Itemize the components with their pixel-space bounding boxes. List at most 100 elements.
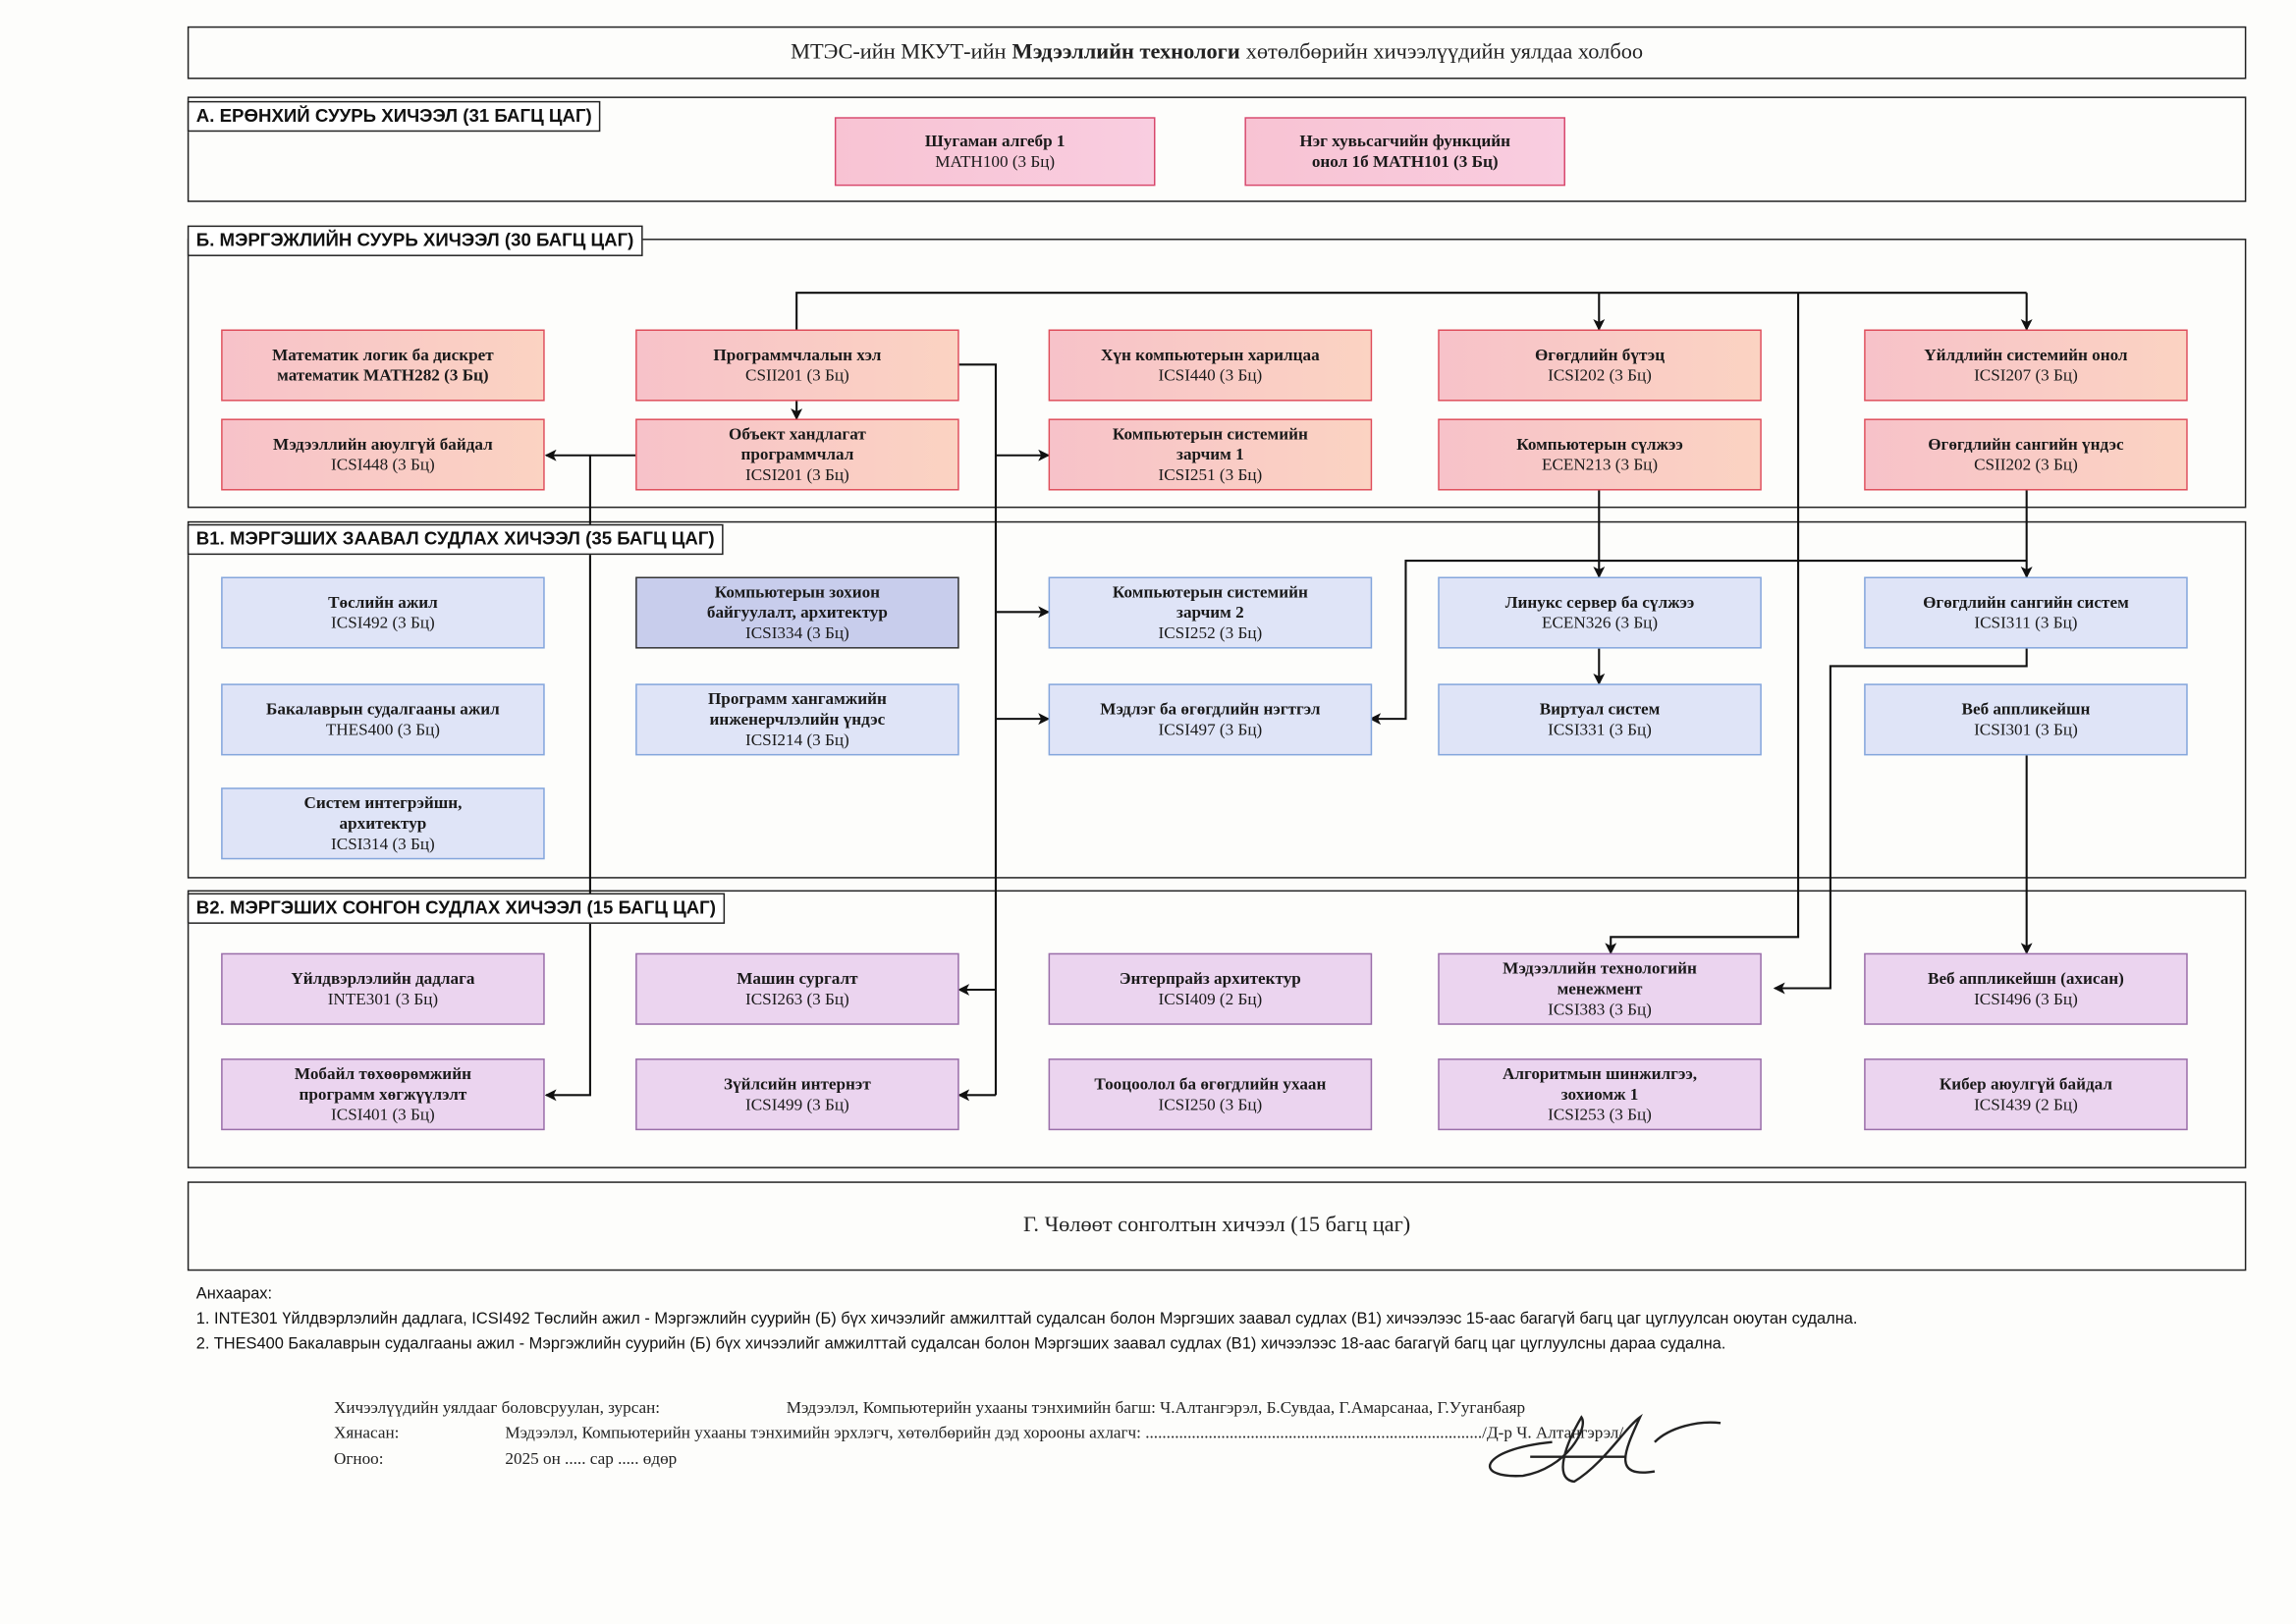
course-code: ICSI311 (3 Бц) xyxy=(1974,614,2078,632)
course-name: Веб аппликейшн xyxy=(1961,700,2091,719)
course-code: ICSI263 (3 Бц) xyxy=(745,990,849,1008)
course-code: ICSI496 (3 Бц) xyxy=(1974,990,2078,1008)
course-name: Өгөгдлийн сангийн систем xyxy=(1923,593,2129,612)
link-line xyxy=(795,292,2027,330)
course-code: MATH100 (3 Бц) xyxy=(935,152,1056,171)
course-name: Мэдээллийн аюулгүй байдал xyxy=(273,435,493,454)
course-name: Виртуал систем xyxy=(1539,700,1661,719)
section-b-label: Б. МЭРГЭЖЛИЙН СУУРЬ ХИЧЭЭЛ (30 БАГЦ ЦАГ) xyxy=(187,225,643,256)
course-name: Мэдлэг ба өгөгдлийн нэгтгэл xyxy=(1100,700,1321,719)
course-code: ICSI214 (3 Бц) xyxy=(745,731,849,749)
course-name: Энтерпрайз архитектур xyxy=(1119,969,1301,988)
reviewed-value: Мэдээлэл, Компьютерийн ухааны тэнхимийн … xyxy=(505,1424,1624,1442)
note-item: 2. THES400 Бакалаврын судалгааны ажил - … xyxy=(195,1334,1726,1353)
course-code: ICSI409 (2 Бц) xyxy=(1158,990,1263,1008)
course-code: ICSI251 (3 Бц) xyxy=(1158,465,1263,484)
course-box: Математик логик ба дискрет математик MAT… xyxy=(221,329,545,402)
arrow xyxy=(544,455,591,1102)
title-part: хөтөлбөрийн хичээлүүдийн уялдаа холбоо xyxy=(1245,40,1644,64)
course-code: ECEN326 (3 Бц) xyxy=(1541,614,1659,632)
course-name: Өгөгдлийн бүтэц xyxy=(1534,346,1666,364)
course-box: Веб аппликейшн (ахисан)ICSI496 (3 Бц) xyxy=(1864,952,2188,1025)
course-code: ICSI314 (3 Бц) xyxy=(331,835,435,853)
course-name: Үйлдлийн системийн онол xyxy=(1924,346,2128,364)
course-code: CSII201 (3 Бц) xyxy=(745,366,849,385)
course-code: CSII202 (3 Бц) xyxy=(1974,456,2078,474)
course-code: ICSI401 (3 Бц) xyxy=(331,1106,435,1124)
course-box: Нэг хувьсагчийн функцийн онол 1б MATH101… xyxy=(1244,117,1565,187)
course-code: ICSI448 (3 Бц) xyxy=(331,456,435,474)
section-v2-frame xyxy=(187,890,2247,1168)
course-name: Хүн компьютерын харилцаа xyxy=(1101,346,1320,364)
course-name: Бакалаврын судалгааны ажил xyxy=(266,700,500,719)
course-name: Линукс сервер ба сүлжээ xyxy=(1504,593,1695,612)
arrow xyxy=(1773,648,2028,995)
course-code: ICSI253 (3 Бц) xyxy=(1548,1106,1652,1124)
course-name: Мэдээллийн технологийн менежмент xyxy=(1503,959,1697,999)
notes-heading: Анхаарах: xyxy=(195,1285,273,1304)
course-name: Машин сургалт xyxy=(737,969,858,988)
course-code: ICSI201 (3 Бц) xyxy=(745,465,849,484)
course-code: THES400 (3 Бц) xyxy=(325,721,441,739)
course-name: Үйлдвэрлэлийн дадлага xyxy=(291,969,475,988)
course-name: Тооцоолол ба өгөгдлийн ухаан xyxy=(1094,1075,1327,1094)
section-a-frame xyxy=(187,96,2247,202)
section-v1-frame xyxy=(187,520,2247,879)
page-title: МТЭС-ийн МКУТ-ийн Мэдээллийн технологи х… xyxy=(187,26,2247,80)
course-name: Компьютерын сүлжээ xyxy=(1516,435,1683,454)
course-box: Программ хангамжийн инженерчлэлийн үндэс… xyxy=(635,683,959,756)
signature-mark xyxy=(1489,1413,1722,1484)
course-name: Программ хангамжийн инженерчлэлийн үндэс xyxy=(707,690,887,729)
course-code: ICSI207 (3 Бц) xyxy=(1974,366,2078,385)
course-name: Нэг хувьсагчийн функцийн онол 1б MATH101… xyxy=(1299,132,1511,171)
course-code: ICSI252 (3 Бц) xyxy=(1158,623,1263,642)
course-code: ICSI250 (3 Бц) xyxy=(1158,1096,1263,1113)
arrow xyxy=(1605,293,1800,955)
course-code: ICSI301 (3 Бц) xyxy=(1974,721,2078,739)
course-name: Зүйлсийн интернэт xyxy=(724,1075,871,1094)
note-item: 1. INTE301 Үйлдвэрлэлийн дадлага, ICSI49… xyxy=(195,1310,1858,1328)
course-code: ICSI499 (3 Бц) xyxy=(745,1096,849,1113)
course-name: Компьютерын зохион байгуулалт, архитекту… xyxy=(706,583,888,622)
course-code: ICSI440 (3 Бц) xyxy=(1158,366,1263,385)
course-name: Кибер аюулгүй байдал xyxy=(1939,1075,2113,1094)
course-name: Систем интегрэйшн, архитектур xyxy=(303,793,463,833)
course-code: ICSI492 (3 Бц) xyxy=(331,614,435,632)
section-a-label: А. ЕРӨНХИЙ СУУРЬ ХИЧЭЭЛ (31 БАГЦ ЦАГ) xyxy=(187,100,601,133)
section-b-frame xyxy=(187,239,2247,509)
link-line xyxy=(958,363,997,1096)
course-code: ECEN213 (3 Бц) xyxy=(1541,456,1659,474)
course-box: Компьютерын зохион байгуулалт, архитекту… xyxy=(635,576,959,649)
section-g-box: Г. Чөлөөт сонголтын хичээл (15 багц цаг) xyxy=(187,1181,2247,1272)
course-name: Компьютерын системийн зарчим 2 xyxy=(1112,583,1308,622)
course-name: Өгөгдлийн сангийн үндэс xyxy=(1928,435,2124,454)
title-bold: Мэдээллийн технологи xyxy=(1011,40,1240,64)
course-code: ICSI383 (3 Бц) xyxy=(1548,1001,1652,1019)
course-name: Математик логик ба дискрет математик MAT… xyxy=(272,346,494,385)
course-name: Объект хандлагат программчлал xyxy=(729,425,866,463)
